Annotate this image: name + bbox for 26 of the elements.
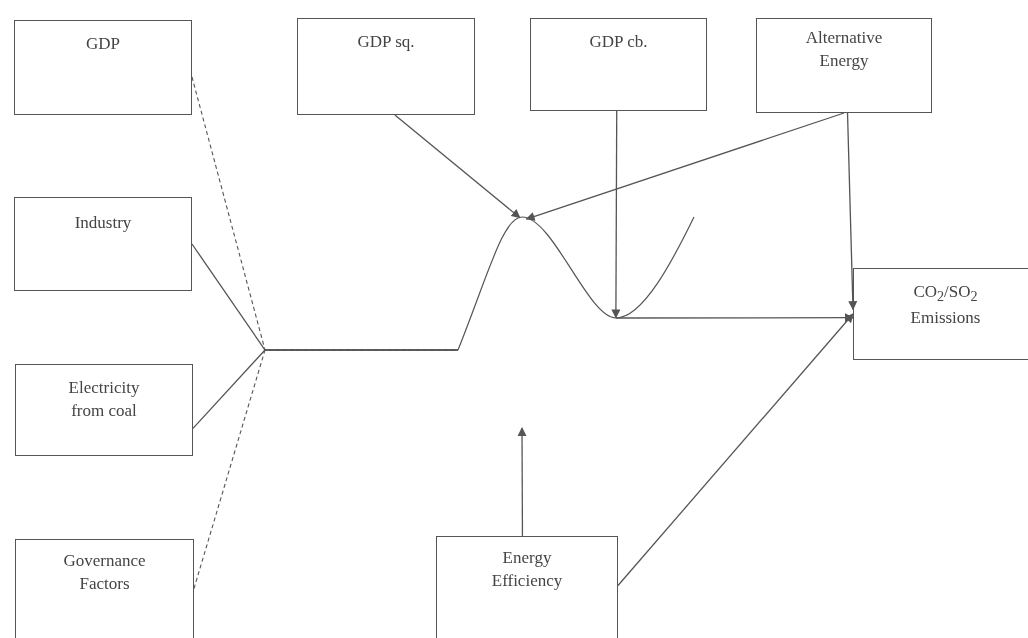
factor-box (15, 364, 193, 456)
connector-line (192, 349, 459, 430)
factor-box (297, 18, 475, 115)
node-label: CO$_{2}$/SO$_{2}$ Emissions (909, 281, 982, 329)
factor-box (14, 20, 192, 115)
factor-box (530, 18, 707, 111)
node-label: Governance Factors (62, 550, 147, 595)
factor-box (436, 536, 618, 638)
connector-line (193, 349, 459, 590)
node-label: Alternative Energy (804, 27, 884, 72)
arrow (525, 112, 845, 221)
factor-box (853, 268, 1028, 360)
node-label: Energy Efficiency (490, 547, 564, 592)
factor-box (15, 539, 194, 638)
node-label: GDP sq. (356, 31, 416, 53)
arrow (846, 112, 858, 311)
arrow (517, 427, 527, 537)
arrow (394, 114, 521, 219)
node-label: GDP (85, 33, 121, 55)
factor-box (14, 197, 192, 291)
arrow (617, 313, 854, 587)
node-label: Industry (73, 212, 133, 234)
factor-box (756, 18, 932, 113)
arrow (611, 110, 621, 319)
node-label: Electricity from coal (67, 377, 141, 422)
node-label: GDP cb. (588, 31, 649, 53)
